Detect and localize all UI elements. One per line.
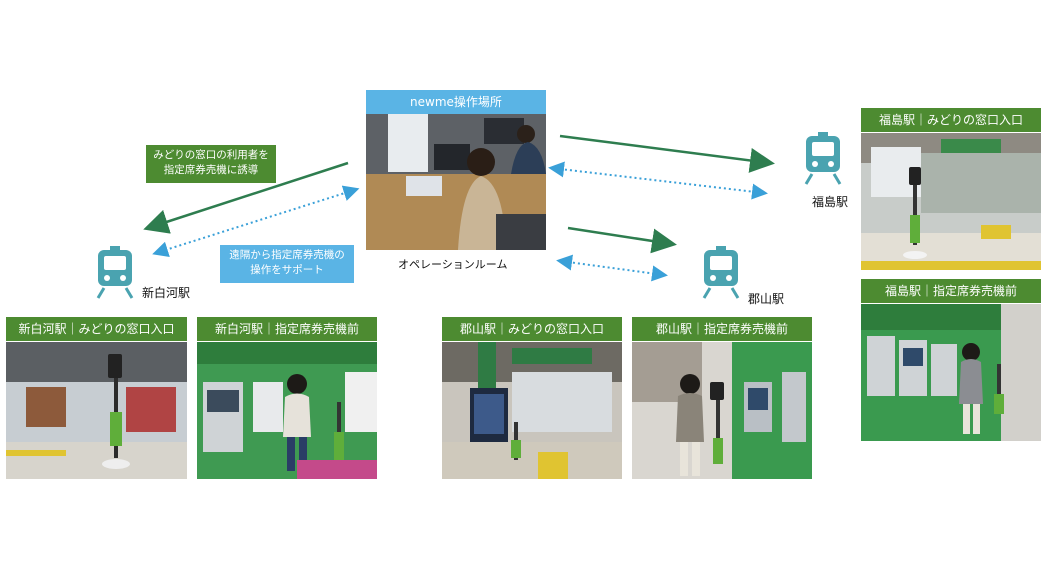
station-label-shirakawa: 新白河駅	[142, 286, 191, 300]
photo-fukushima-machine	[861, 304, 1041, 441]
operation-room-illustration	[366, 114, 546, 250]
photo-header-shirakawa-machine: 新白河駅｜指定席券売機前	[197, 317, 377, 341]
operation-room-header: newme操作場所	[366, 90, 546, 114]
station-label-fukushima: 福島駅	[812, 195, 849, 209]
train-icon	[804, 132, 842, 185]
photo-koriyama-window	[442, 342, 622, 479]
guide-note-line1: みどりの窓口の利用者を	[153, 149, 269, 161]
photo-header-shirakawa-window: 新白河駅｜みどりの窓口入口	[6, 317, 187, 341]
dotted-arrow-shirakawa	[152, 185, 360, 257]
station-label-koriyama: 郡山駅	[748, 292, 785, 306]
photo-koriyama-machine	[632, 342, 812, 479]
operation-room-photo	[366, 114, 546, 250]
photo-header-koriyama-window: 郡山駅｜みどりの窓口入口	[442, 317, 622, 341]
remote-support-note: 遠隔から指定席券売機の 操作をサポート	[220, 245, 354, 283]
photo-header-fukushima-window: 福島駅｜みどりの窓口入口	[861, 108, 1041, 132]
operation-room-caption: オペレーションルーム	[398, 258, 508, 271]
photo-shirakawa-window	[6, 342, 187, 479]
dotted-arrow-koriyama	[556, 254, 668, 282]
remote-note-line1: 遠隔から指定席券売機の	[229, 249, 345, 261]
train-icon	[702, 246, 740, 299]
remote-note-line2: 操作をサポート	[250, 264, 324, 276]
photo-header-fukushima-machine: 福島駅｜指定席券売機前	[861, 279, 1041, 303]
dotted-arrow-fukushima	[548, 161, 768, 200]
guide-note-line2: 指定席券売機に誘導	[163, 164, 259, 176]
guide-note: みどりの窓口の利用者を 指定席券売機に誘導	[146, 145, 276, 183]
photo-header-koriyama-machine: 郡山駅｜指定席券売機前	[632, 317, 812, 341]
arrow-to-koriyama	[567, 226, 677, 254]
photo-fukushima-window	[861, 133, 1041, 270]
photo-shirakawa-machine	[197, 342, 377, 479]
train-icon	[96, 246, 134, 299]
arrow-to-fukushima	[559, 134, 775, 173]
